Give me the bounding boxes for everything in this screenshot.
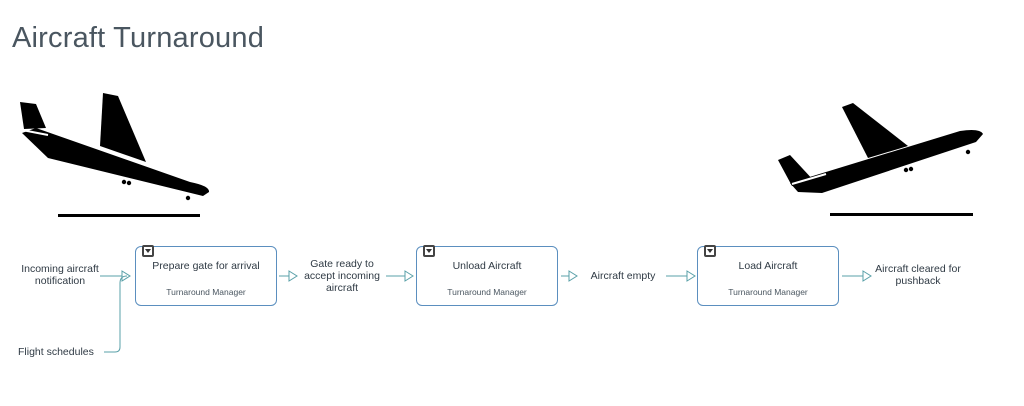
flow-aircraft-cleared: Aircraft cleared for pushback xyxy=(875,263,961,287)
activity-title: Prepare gate for arrival xyxy=(152,260,260,272)
connector-schedules xyxy=(104,275,128,353)
activity-title: Unload Aircraft xyxy=(452,260,522,272)
flow-gate-ready: Gate ready to accept incoming aircraft xyxy=(304,258,380,294)
activity-role: Turnaround Manager xyxy=(447,287,527,297)
input-flight-schedules: Flight schedules xyxy=(18,346,94,358)
activity-prepare-gate[interactable]: Prepare gate for arrival Turnaround Mana… xyxy=(135,245,277,306)
collapse-toggle-icon[interactable] xyxy=(142,245,154,257)
activity-role: Turnaround Manager xyxy=(728,287,808,297)
input-incoming-aircraft-notification: Incoming aircraft notification xyxy=(21,263,99,287)
page-title: Aircraft Turnaround xyxy=(12,22,265,54)
flow-aircraft-empty: Aircraft empty xyxy=(590,270,656,282)
activity-title: Load Aircraft xyxy=(738,260,798,272)
activity-unload-aircraft[interactable]: Unload Aircraft Turnaround Manager xyxy=(416,245,558,306)
collapse-toggle-icon[interactable] xyxy=(423,245,435,257)
airplane-takeoff-icon xyxy=(778,103,983,216)
collapse-toggle-icon[interactable] xyxy=(704,245,716,257)
activity-load-aircraft[interactable]: Load Aircraft Turnaround Manager xyxy=(697,245,839,306)
activity-role: Turnaround Manager xyxy=(166,287,246,297)
airplane-landing-icon xyxy=(20,93,210,217)
connectors xyxy=(100,270,872,353)
